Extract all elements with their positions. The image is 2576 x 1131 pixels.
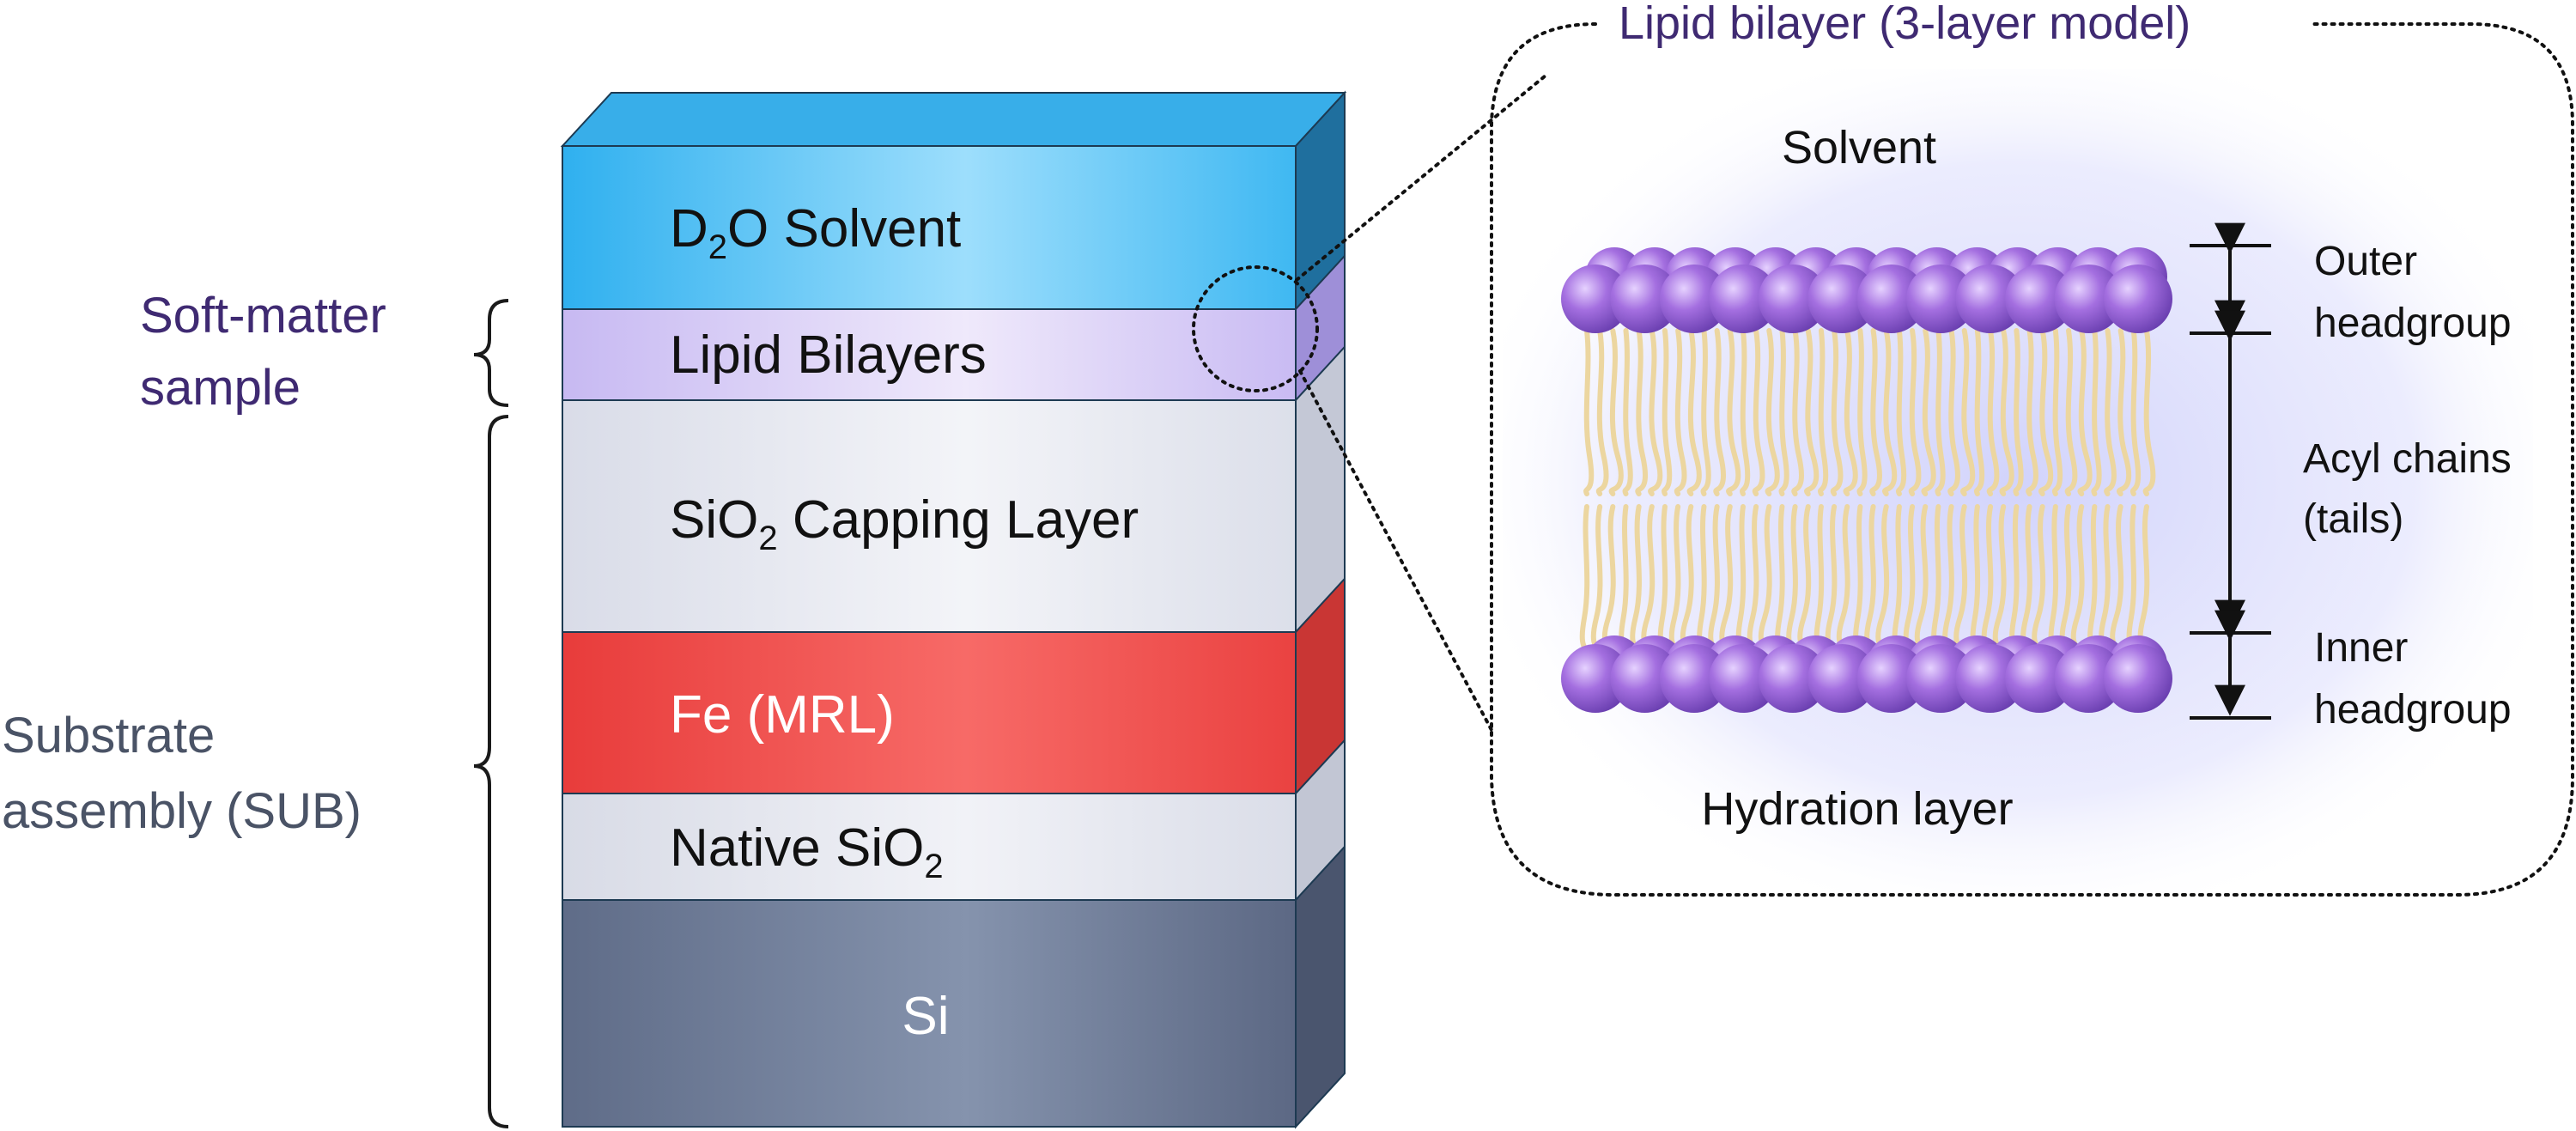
lipid-tail-upper bbox=[1635, 328, 1649, 496]
headgroup-inner-front bbox=[1856, 644, 1926, 713]
zoom-connector-bottom bbox=[1298, 369, 1493, 732]
lipid-tail-upper bbox=[1583, 328, 1595, 496]
bilayer-illustration bbox=[1561, 247, 2172, 713]
headgroup-outer-front bbox=[1758, 265, 1827, 333]
lipid-tail-upper bbox=[1662, 328, 1673, 496]
layer-stack bbox=[560, 90, 1347, 1129]
lipid-tail-upper bbox=[2038, 328, 2054, 496]
headgroup-outer-front bbox=[1856, 265, 1926, 333]
lipid-tail-upper bbox=[1818, 328, 1829, 496]
headgroup-outer-front bbox=[1561, 265, 1630, 333]
label-solvent: Solvent bbox=[1782, 122, 1936, 173]
label-capping: SiO2 Capping Layer bbox=[670, 490, 1139, 557]
lipid-tail-upper bbox=[1778, 328, 1789, 496]
lipid-tail-upper bbox=[2117, 328, 2132, 496]
lipid-tail-upper bbox=[1935, 328, 1946, 496]
headgroup-inner-front bbox=[2104, 644, 2172, 713]
lipid-tail-upper bbox=[1791, 328, 1804, 496]
headgroup-outer-front bbox=[1906, 265, 1976, 333]
side-si bbox=[1295, 844, 1346, 1129]
lipid-tail-upper bbox=[2142, 328, 2156, 496]
label-hydration: Hydration layer bbox=[1701, 783, 2013, 835]
lipid-tail-upper bbox=[1908, 328, 1922, 496]
label-inner-headgroup: Inner headgroup bbox=[2314, 625, 2512, 733]
lipid-tail-upper bbox=[2104, 328, 2117, 496]
lipid-tail-upper bbox=[1960, 328, 1976, 496]
label-substrate: Substrate assembly (SUB) bbox=[2, 708, 361, 839]
label-si: Si bbox=[902, 987, 949, 1046]
headgroup-inner-front bbox=[1955, 644, 2025, 713]
lipid-tail-upper bbox=[1869, 328, 1882, 496]
brace-substrate bbox=[473, 415, 509, 1128]
lipid-tail-upper bbox=[1986, 328, 2000, 496]
headgroup-inner-front bbox=[2054, 644, 2123, 713]
headgroup-outer-front bbox=[2054, 265, 2123, 333]
lipid-tail-upper bbox=[2064, 328, 2078, 496]
lipid-tail-upper bbox=[1700, 328, 1711, 496]
headgroup-inner-front bbox=[1906, 644, 1976, 713]
label-soft-matter: Soft-matter sample bbox=[140, 288, 400, 416]
lipid-tail-upper bbox=[1648, 328, 1663, 496]
lipid-tail-upper bbox=[2129, 328, 2142, 496]
inset-glow bbox=[1503, 69, 2533, 893]
lipid-tail-upper bbox=[1595, 328, 1609, 496]
lipid-tail-upper bbox=[1686, 328, 1702, 496]
layer-fe bbox=[562, 631, 1297, 794]
headgroup-outer-front bbox=[1955, 265, 2025, 333]
headgroup-outer-front bbox=[1709, 265, 1778, 333]
lipid-tail-upper bbox=[1856, 328, 1868, 496]
layer-si bbox=[562, 899, 1297, 1128]
lipid-tail-upper bbox=[1973, 328, 1985, 496]
inset-title: Lipid bilayer (3-layer model) bbox=[1619, 0, 2190, 49]
lipid-tail-upper bbox=[2013, 328, 2024, 496]
lipid-tail-upper bbox=[1843, 328, 1858, 496]
label-acyl-chains: Acyl chains (tails) bbox=[2303, 436, 2523, 542]
layer-native bbox=[562, 793, 1297, 901]
lipid-tail-upper bbox=[1674, 328, 1687, 496]
lipid-tail-upper bbox=[1713, 328, 1727, 496]
headgroup-inner-front bbox=[1561, 644, 1630, 713]
lipid-tail-upper bbox=[1608, 328, 1624, 496]
lipid-tail-upper bbox=[1726, 328, 1741, 496]
headgroup-inner-front bbox=[1659, 644, 1728, 713]
headgroup-outer-front bbox=[1610, 265, 1680, 333]
lipid-tail-upper bbox=[2091, 328, 2102, 496]
headgroup-inner-front bbox=[2005, 644, 2075, 713]
label-fe: Fe (MRL) bbox=[670, 685, 895, 745]
lipid-tail-upper bbox=[1740, 328, 1751, 496]
lipid-tail-upper bbox=[1921, 328, 1936, 496]
zoom-circle bbox=[1192, 265, 1319, 392]
layer-d2o bbox=[562, 145, 1297, 310]
headgroup-outer-front bbox=[2104, 265, 2172, 333]
brace-soft-matter bbox=[473, 299, 509, 407]
dimension-markers bbox=[2190, 222, 2271, 720]
lipid-tail-upper bbox=[1882, 328, 1898, 496]
inset-frame bbox=[1490, 22, 2574, 897]
headgroup-outer-front bbox=[1807, 265, 1877, 333]
headgroup-inner-front bbox=[1610, 644, 1680, 713]
headgroup-inner-front bbox=[1807, 644, 1877, 713]
lipid-tail-upper bbox=[1830, 328, 1844, 496]
headgroup-outer-front bbox=[1659, 265, 1728, 333]
label-lipid: Lipid Bilayers bbox=[670, 325, 987, 385]
headgroup-outer-front bbox=[2005, 265, 2075, 333]
lipid-tail-upper bbox=[2026, 328, 2038, 496]
lipid-tail-upper bbox=[1765, 328, 1780, 496]
stack-top-face bbox=[560, 92, 1347, 147]
lipid-tail-upper bbox=[2051, 328, 2063, 496]
headgroup-inner-front bbox=[1709, 644, 1778, 713]
headgroup-inner-front bbox=[1758, 644, 1827, 713]
layer-capping bbox=[562, 399, 1297, 633]
lipid-tail-upper bbox=[1752, 328, 1765, 496]
label-d2o: D2O Solvent bbox=[670, 199, 961, 266]
label-native: Native SiO2 bbox=[670, 818, 944, 885]
lipid-tail-upper bbox=[1622, 328, 1633, 496]
lipid-tail-upper bbox=[1999, 328, 2014, 496]
lipid-tail-upper bbox=[1804, 328, 1820, 496]
lipid-tail-upper bbox=[1895, 328, 1907, 496]
lipid-tail-upper bbox=[2077, 328, 2093, 496]
label-outer-headgroup: Outer headgroup bbox=[2314, 239, 2512, 346]
lipid-tail-upper bbox=[1947, 328, 1960, 496]
